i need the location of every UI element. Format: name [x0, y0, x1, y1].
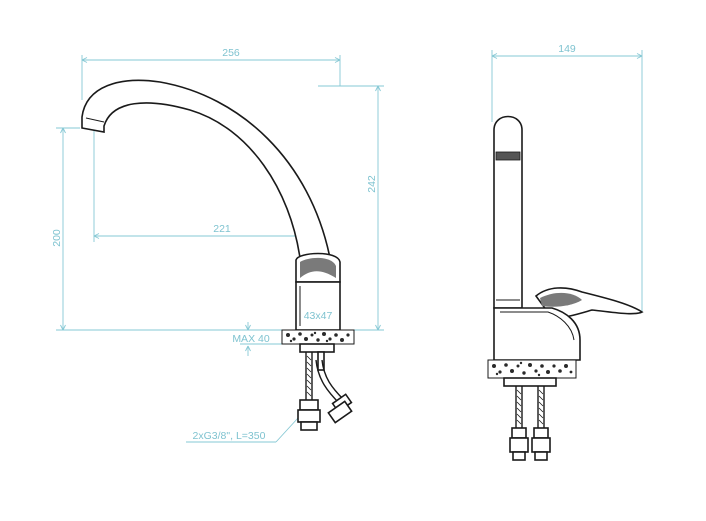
dim-overall-height: 242 — [366, 175, 378, 193]
dim-overall-width: 256 — [222, 47, 240, 59]
dim-hoses: 2xG3/8", L=350 — [193, 430, 266, 442]
side-view: 149 — [487, 43, 644, 461]
dim-max-counter: MAX 40 — [232, 333, 270, 345]
front-view: 256 221 200 242 43x47 MAX 40 2xG3/8", L=… — [51, 47, 384, 443]
side-body — [493, 307, 581, 361]
side-spout — [493, 115, 523, 309]
dim-base-size: 43x47 — [304, 310, 333, 322]
counter-front — [281, 329, 355, 353]
dim-reach: 221 — [213, 223, 231, 235]
hoses-side — [509, 386, 551, 461]
dimension-lines-side — [491, 50, 643, 312]
counter-side — [487, 359, 577, 387]
spout — [81, 79, 331, 259]
mixer-body — [295, 252, 341, 331]
hoses-front — [297, 351, 353, 431]
dim-spout-height: 200 — [51, 229, 63, 247]
dim-side-depth: 149 — [558, 43, 576, 55]
